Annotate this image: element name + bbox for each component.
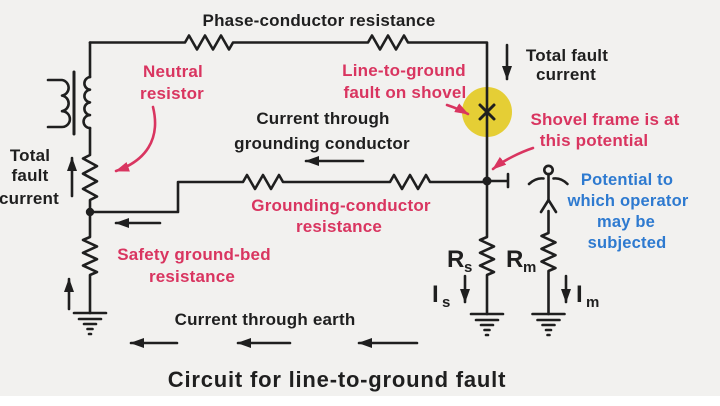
im-symbol-base: I <box>576 281 583 308</box>
ground-symbol-left <box>72 311 108 336</box>
transformer-symbol <box>46 70 92 136</box>
operator-legs <box>539 198 558 214</box>
junction-dot-left <box>85 207 95 217</box>
im-symbol-sub: m <box>586 294 599 311</box>
diagram-title: Circuit for line-to-ground fault <box>168 367 506 392</box>
total-fault-right-label-line2: current <box>536 65 596 84</box>
total-fault-right-label-line1: Total fault <box>526 46 608 65</box>
ground-symbol-shovel <box>469 312 505 337</box>
operator-potential-label-line2: which operator <box>566 192 688 210</box>
grounding-resistance-label-line1: Grounding-conductor <box>251 196 431 215</box>
phase-resistance-label: Phase-conductor resistance <box>203 11 436 30</box>
operator-potential-label-line1: Potential to <box>581 171 673 189</box>
total-fault-left-label-line1: Total <box>10 146 50 165</box>
neutral-conductor-wire <box>81 41 99 315</box>
arrow-shovel-frame-icon <box>491 146 535 171</box>
line-to-ground-fault-label-line2: fault on shovel <box>344 83 467 102</box>
grounding-resistance-label-line2: resistance <box>296 217 382 236</box>
operator-arms <box>527 177 569 186</box>
shovel-resistance-wire <box>478 179 496 316</box>
rm-symbol-base: R <box>506 246 523 273</box>
man-resistance-wire <box>540 209 557 316</box>
arrow-fault-point-icon <box>445 103 470 116</box>
operator-potential-label-line4: subjected <box>588 234 667 252</box>
transformer-secondary-coil <box>82 75 92 130</box>
neutral-resistor-label-line2: resistor <box>140 84 204 103</box>
line-to-ground-fault-label-line1: Line-to-ground <box>342 61 466 80</box>
operator-potential-label-line3: may be <box>597 213 655 231</box>
grounding-conductor-wire <box>88 173 489 214</box>
neutral-resistor-label-line1: Neutral <box>143 62 203 81</box>
phase-conductor-wire <box>88 34 489 183</box>
bottom-margin <box>0 396 720 406</box>
ground-symbol-man <box>531 312 566 337</box>
safety-ground-bed-label-line2: resistance <box>149 267 235 286</box>
operator-stick-figure <box>527 164 569 214</box>
total-fault-left-label-line3: current <box>0 189 59 208</box>
rs-symbol-sub: s <box>464 259 472 276</box>
shovel-frame-label-line1: Shovel frame is at <box>530 110 679 129</box>
is-symbol-base: I <box>432 281 439 308</box>
arrow-neutral-resistor-icon <box>114 105 157 173</box>
grounding-current-label-line2: grounding conductor <box>234 134 410 153</box>
current-through-earth-label: Current through earth <box>175 310 356 329</box>
transformer-primary-coil <box>46 78 72 129</box>
shovel-frame-label-line2: this potential <box>540 131 649 150</box>
grounding-current-label-line1: Current through <box>256 109 389 128</box>
is-symbol-sub: s <box>442 294 450 311</box>
safety-ground-bed-label-line1: Safety ground-bed <box>117 245 271 264</box>
fault-x-icon <box>478 103 496 121</box>
rm-symbol-sub: m <box>523 259 536 276</box>
junction-dot-shovel <box>482 176 492 186</box>
rs-symbol-base: R <box>447 246 464 273</box>
total-fault-left-label-line2: fault <box>12 166 49 185</box>
